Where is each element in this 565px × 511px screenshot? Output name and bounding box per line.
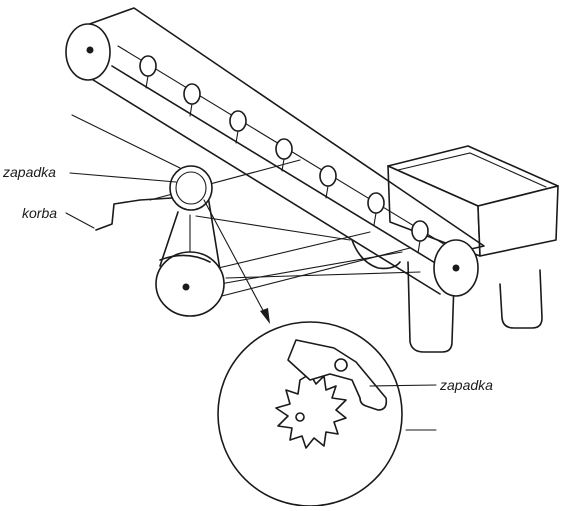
ratchet-gear (275, 373, 347, 449)
crank (95, 197, 173, 231)
pawl-label-left: zapadka (2, 164, 56, 180)
pawl-label-detail: zapadka (439, 377, 493, 393)
drive-belt (159, 195, 411, 299)
idler-roller (139, 55, 157, 89)
drive-pulley (155, 251, 225, 317)
label-pawl-detail: zapadka (369, 377, 493, 393)
idler-roller (183, 83, 201, 117)
idler-roller (367, 192, 385, 226)
crank-label: korba (22, 205, 57, 221)
ratchet-wheel (169, 165, 213, 211)
label-crank: korba (22, 205, 95, 229)
idler-roller (411, 220, 429, 254)
bottom-drum (433, 239, 479, 297)
hopper-box (387, 145, 559, 257)
idler-roller (229, 110, 247, 144)
idler-rollers (139, 55, 429, 254)
idler-roller (319, 165, 337, 199)
top-drum (65, 23, 111, 81)
label-pawl-left: zapadka (2, 164, 177, 183)
zoom-arrow (203, 199, 270, 324)
pawl (287, 339, 388, 411)
idler-roller (275, 138, 293, 172)
